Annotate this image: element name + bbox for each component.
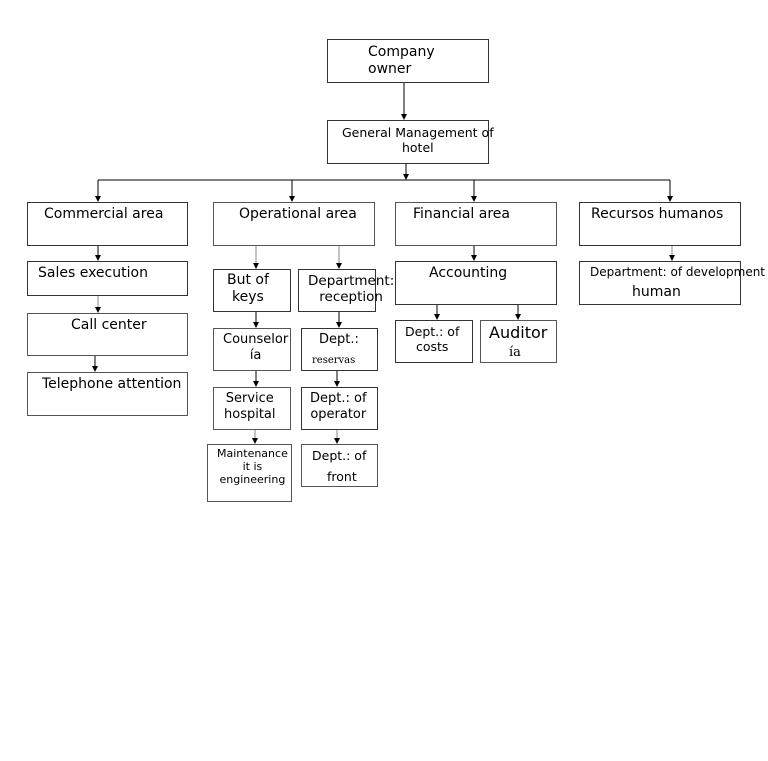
node-dept-costs: Dept.: of costs (395, 320, 473, 363)
node-general-management-label: General Management of hotel (342, 125, 494, 155)
node-dept-reservas: Dept.: reservas (301, 328, 378, 371)
node-company-owner: Company owner (327, 39, 489, 83)
node-counselor: Counselor ía (213, 328, 291, 371)
node-call-center-label: Call center (71, 317, 147, 333)
node-auditoria-sublabel: ía (509, 345, 521, 360)
node-dept-reservas-label: Dept.: (319, 332, 359, 347)
node-financial-area: Financial area (395, 202, 557, 246)
node-department-reception-label: Department: reception (308, 273, 395, 306)
node-department-reception: Department: reception (298, 269, 394, 312)
node-but-of-keys-label: But of keys (227, 272, 269, 305)
node-commercial-area-label: Commercial area (44, 206, 164, 222)
node-dept-operator-label: Dept.: of operator (310, 391, 367, 422)
node-dept-front-sublabel: front (327, 469, 357, 484)
node-department-development-label: Department: of development (590, 265, 766, 279)
node-dept-costs-label: Dept.: of costs (405, 324, 460, 354)
node-recursos-humanos-label: Recursos humanos (591, 206, 724, 222)
node-maintenance-label: Maintenance it is engineering (217, 447, 288, 487)
node-service-hospital-label: Service hospital (224, 391, 276, 422)
node-financial-area-label: Financial area (413, 206, 510, 222)
node-recursos-humanos: Recursos humanos (579, 202, 741, 246)
node-accounting-label: Accounting (429, 265, 508, 281)
node-telephone-attention: Telephone attention (27, 372, 188, 416)
node-dept-reservas-sublabel: reservas (312, 355, 356, 366)
node-commercial-area: Commercial area (27, 202, 188, 246)
node-maintenance: Maintenance it is engineering (207, 444, 292, 502)
node-counselor-label: Counselor ía (223, 332, 289, 363)
node-dept-operator: Dept.: of operator (301, 387, 378, 430)
node-call-center: Call center (27, 313, 188, 356)
node-auditoria: Auditor ía (480, 320, 557, 363)
node-department-development-sublabel: human (632, 284, 681, 300)
node-sales-execution-label: Sales execution (38, 265, 148, 281)
node-general-management: General Management of hotel (327, 120, 494, 164)
node-auditoria-label: Auditor (489, 323, 548, 342)
node-dept-front: Dept.: of front (301, 444, 378, 487)
node-telephone-attention-label: Telephone attention (42, 376, 182, 392)
node-accounting: Accounting (395, 261, 557, 305)
node-dept-front-label: Dept.: of (312, 448, 367, 463)
node-operational-area-label: Operational area (239, 206, 357, 222)
node-company-owner-label: Company owner (368, 44, 435, 77)
node-service-hospital: Service hospital (213, 387, 291, 430)
node-but-of-keys: But of keys (213, 269, 291, 312)
node-operational-area: Operational area (213, 202, 375, 246)
node-department-development: Department: of development human (579, 261, 765, 305)
node-sales-execution: Sales execution (27, 261, 188, 296)
